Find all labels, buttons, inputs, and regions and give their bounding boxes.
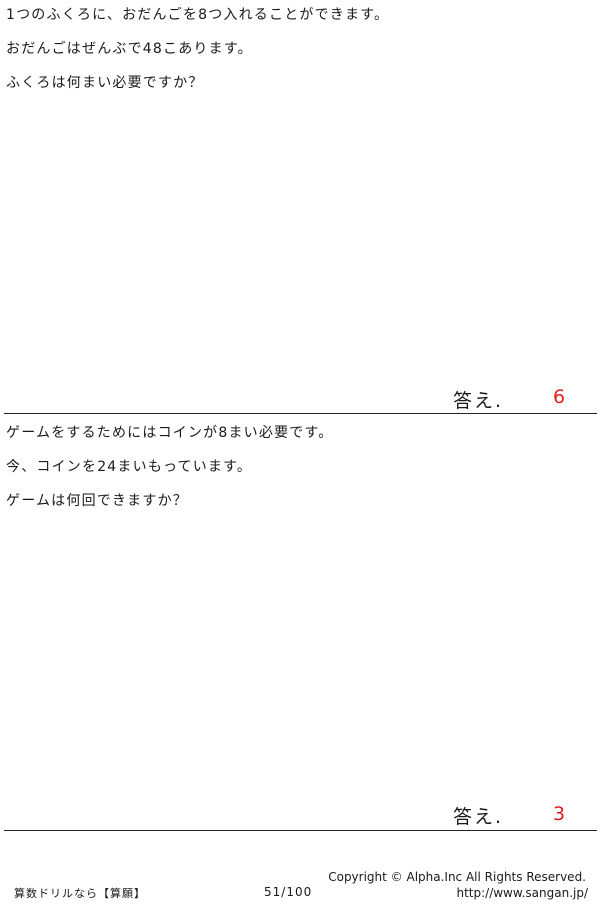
problem-1-divider bbox=[4, 413, 597, 414]
problem-2-answer-label: 答え. bbox=[453, 806, 504, 828]
problem-1-line-1: 1つのふくろに、おだんごを8つ入れることができます。 bbox=[6, 7, 390, 23]
copyright-notice: Copyright © Alpha.Inc All Rights Reserve… bbox=[328, 870, 586, 884]
problem-2-answer-value: 3 bbox=[553, 803, 566, 825]
problem-2-line-3: ゲームは何回できますか？ bbox=[6, 493, 188, 509]
page-number: 51/100 bbox=[264, 885, 313, 899]
site-url[interactable]: http://www.sangan.jp/ bbox=[456, 886, 588, 900]
problem-2-line-1: ゲームをするためにはコインが8まい必要です。 bbox=[6, 425, 334, 441]
problem-2: ゲームをするためにはコインが8まい必要です。 今、コインを24まいもっています。… bbox=[0, 415, 600, 832]
problem-2-divider bbox=[4, 830, 597, 831]
problem-1-line-2: おだんごはぜんぶで48こあります。 bbox=[6, 41, 253, 57]
problem-1-answer-value: 6 bbox=[553, 386, 566, 408]
site-title: 算数ドリルなら【算願】 bbox=[14, 887, 146, 900]
problem-1-answer-label: 答え. bbox=[453, 390, 504, 412]
problem-1: 1つのふくろに、おだんごを8つ入れることができます。 おだんごはぜんぶで48こあ… bbox=[0, 0, 600, 415]
problem-2-line-2: 今、コインを24まいもっています。 bbox=[6, 459, 253, 475]
problem-1-line-3: ふくろは何まい必要ですか？ bbox=[6, 75, 204, 91]
